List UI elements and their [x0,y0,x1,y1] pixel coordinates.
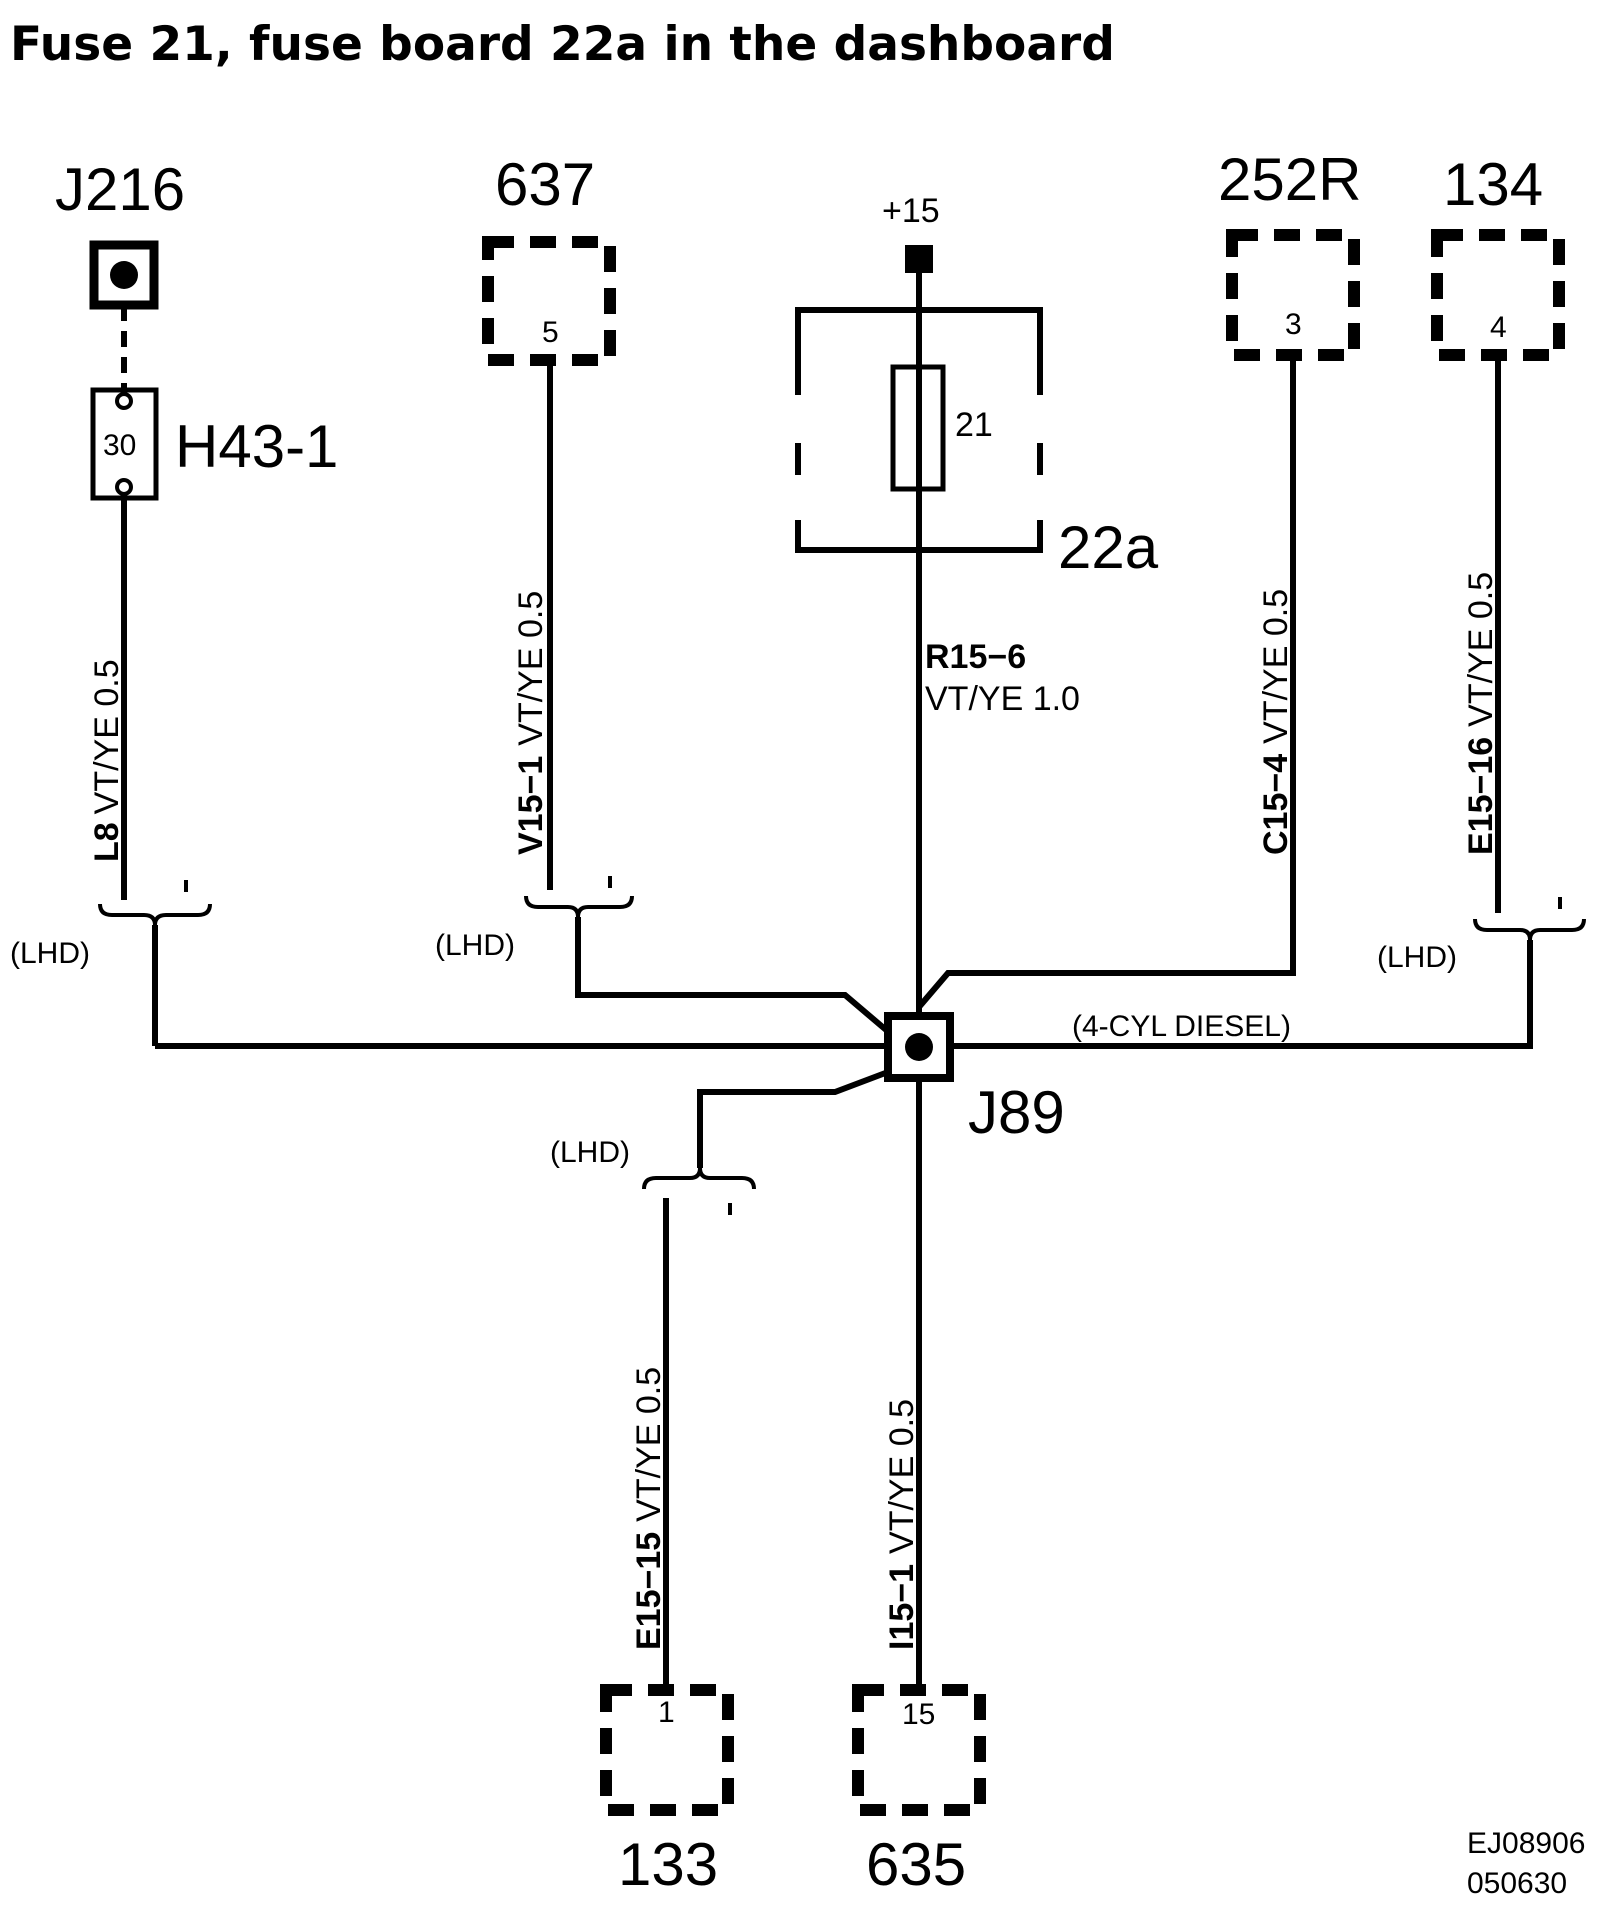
connector-635-pin: 15 [902,1698,935,1731]
wire-bus-right-diesel [950,940,1533,1049]
h43-pin-label: 30 [103,429,136,462]
connector-252r-label: 252R [1218,146,1361,213]
diagram-title: Fuse 21, fuse board 22a in the dashboard [10,17,1115,72]
option-lhd-134: (LHD) [1377,941,1457,974]
splice-j89 [884,1012,954,1082]
supply-plus15-label: +15 [882,192,940,230]
option-4cyl-diesel: (4-CYL DIESEL) [1072,1010,1291,1043]
fuse-board-22a-label: 22a [1058,514,1159,581]
wire-e15-15-label: E15−15VT/YE 0.5 [630,1367,668,1650]
lhd-brace-left [98,880,212,1046]
wire-r15-6-spec: VT/YE 1.0 [925,680,1080,718]
fuse-21-label: 21 [955,406,993,444]
component-h43-1-label: H43-1 [175,413,338,480]
wire-e15-16-label: E15−16VT/YE 0.5 [1462,572,1500,855]
wire-l8-label: L8VT/YE 0.5 [88,659,126,862]
diagram-date: 050630 [1467,1867,1567,1900]
option-lhd-left: (LHD) [10,937,90,970]
lhd-brace-133 [642,1167,756,1215]
h43-top-terminal [115,392,133,410]
wire-v15-1-label: V15−1VT/YE 0.5 [512,591,550,855]
h43-bottom-terminal [115,478,133,496]
connector-635 [852,1684,986,1816]
wire-c15-4 [916,355,1296,1009]
connector-133 [600,1684,734,1816]
connector-635-label: 635 [866,1831,966,1898]
lhd-brace-637 [524,876,907,1049]
splice-j89-label: J89 [968,1079,1065,1146]
supply-terminal [905,245,933,273]
connector-j216-label: J216 [55,156,185,223]
wire-c15-4-label: C15−4VT/YE 0.5 [1257,589,1295,855]
connector-252r-pin: 3 [1285,308,1302,341]
option-lhd-637: (LHD) [435,929,515,962]
connector-134-label: 134 [1443,151,1543,218]
connector-133-label: 133 [618,1831,718,1898]
wire-i15-1-label: I15−1VT/YE 0.5 [883,1399,921,1650]
splice-j89-dot [905,1033,933,1061]
wire-r15-6-id: R15−6 [925,638,1026,676]
connector-133-pin: 1 [658,1696,675,1729]
connector-134-pin: 4 [1490,311,1507,344]
lhd-brace-134 [1473,897,1586,941]
option-lhd-133: (LHD) [550,1136,630,1169]
wire-e15-15-route [697,1069,890,1168]
ground-point-j216-dot [110,261,138,289]
connector-637-label: 637 [495,151,595,218]
connector-637-pin: 5 [542,316,559,349]
diagram-code: EJ08906 [1467,1827,1585,1860]
